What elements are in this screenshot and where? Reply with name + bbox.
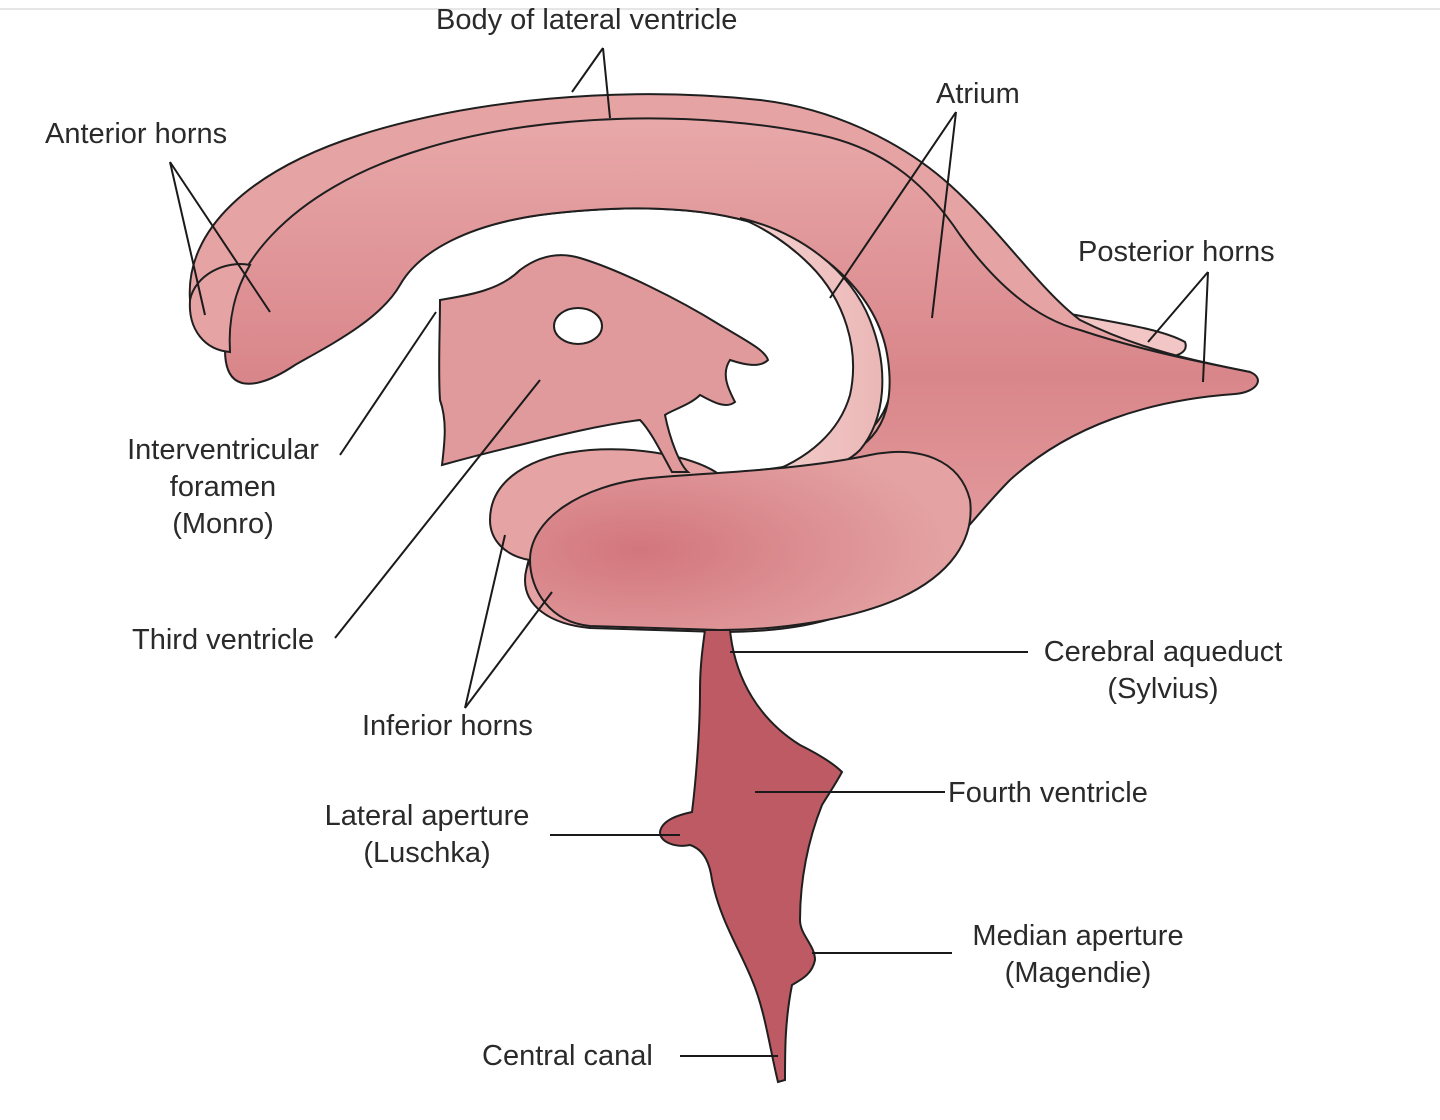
leader-anterior-1 bbox=[169, 161, 206, 316]
label-cerebral-aqueduct: Cerebral aqueduct (Sylvius) bbox=[1032, 634, 1294, 708]
label-cerebral-aqueduct-line1: Cerebral aqueduct bbox=[1043, 636, 1283, 668]
label-interventricular-line3: (Monro) bbox=[172, 508, 274, 540]
third-ventricle bbox=[438, 254, 770, 473]
interthalamic-adhesion-hole bbox=[553, 307, 603, 345]
top-divider bbox=[0, 0, 1440, 10]
label-lateral-aperture: Lateral aperture (Luschka) bbox=[314, 798, 540, 872]
leader-lines bbox=[169, 47, 1209, 1057]
leader-posterior-2 bbox=[1202, 271, 1209, 383]
leader-third bbox=[334, 379, 541, 639]
leader-body-2 bbox=[602, 47, 611, 119]
label-body-of-lateral-ventricle: Body of lateral ventricle bbox=[436, 4, 738, 36]
label-third-ventricle: Third ventricle bbox=[132, 624, 315, 656]
label-interventricular-foramen: Interventricular foramen (Monro) bbox=[110, 432, 336, 543]
leader-inferior-2 bbox=[464, 591, 553, 709]
label-interventricular-line2: foramen bbox=[169, 471, 277, 503]
label-median-aperture-line2: (Magendie) bbox=[1004, 957, 1152, 989]
label-fourth-ventricle: Fourth ventricle bbox=[948, 777, 1148, 809]
leader-atrium-2 bbox=[931, 111, 957, 319]
label-atrium: Atrium bbox=[936, 78, 1020, 110]
leader-anterior-2 bbox=[169, 161, 271, 313]
leader-atrium-1 bbox=[829, 111, 957, 299]
label-inferior-horns: Inferior horns bbox=[362, 710, 533, 742]
leader-body-1 bbox=[571, 47, 604, 93]
label-interventricular-line1: Interventricular bbox=[127, 434, 319, 466]
label-cerebral-aqueduct-line2: (Sylvius) bbox=[1107, 673, 1219, 705]
label-median-aperture: Median aperture (Magendie) bbox=[960, 918, 1196, 992]
leader-monro bbox=[339, 311, 437, 456]
label-lateral-aperture-line2: (Luschka) bbox=[363, 837, 491, 869]
fourth-ventricle bbox=[658, 629, 844, 1084]
anterior-horn-far bbox=[188, 263, 252, 354]
label-anterior-horns: Anterior horns bbox=[45, 118, 228, 150]
label-central-canal: Central canal bbox=[482, 1040, 653, 1072]
leader-posterior-1 bbox=[1147, 271, 1209, 343]
label-median-aperture-line1: Median aperture bbox=[972, 920, 1184, 952]
leader-inferior-1 bbox=[464, 534, 506, 709]
label-posterior-horns: Posterior horns bbox=[1078, 236, 1275, 268]
label-lateral-aperture-line1: Lateral aperture bbox=[324, 800, 530, 832]
